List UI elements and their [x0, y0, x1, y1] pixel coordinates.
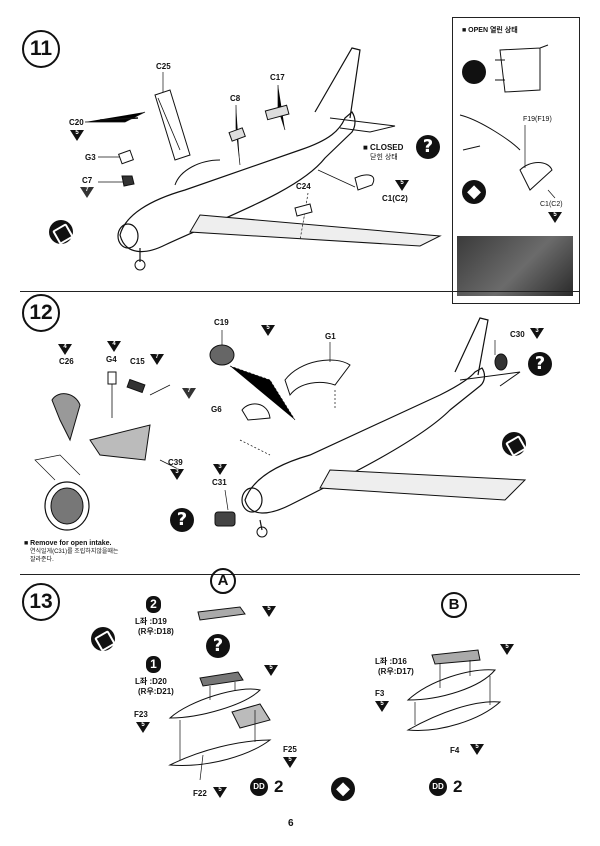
remove-intake-note-kr-2: 잘라준다. — [30, 557, 54, 563]
part-label-c19: C19 — [214, 318, 229, 327]
paint-code-f22: 5 — [213, 787, 227, 798]
step-12-aircraft-drawing — [34, 317, 527, 538]
part-label-c39: C39 — [168, 458, 183, 467]
part-label-g6: G6 — [211, 405, 222, 414]
part-label-d19: L좌 :D19 — [135, 617, 167, 626]
paint-code-f3: 5 — [375, 701, 389, 712]
part-label-c26: C26 — [59, 357, 74, 366]
section-divider-1 — [20, 291, 580, 292]
direction-icon-13: ◆ — [331, 777, 355, 801]
part-label-g4: G4 — [106, 355, 117, 364]
step-13-number: 13 — [22, 583, 60, 621]
paint-code-c7: 7 — [80, 187, 94, 198]
part-label-d21: (R우:D21) — [138, 687, 174, 696]
make-two-badge-left: DD 2 — [250, 777, 284, 798]
part-label-f4: F4 — [450, 746, 460, 755]
paint-code-d20: 5 — [264, 665, 278, 676]
part-label-d17: (R우:D17) — [378, 667, 414, 676]
paint-code-c39: 3 — [170, 469, 184, 480]
paint-code-f25: 5 — [283, 757, 297, 768]
part-label-c24: C24 — [296, 182, 311, 191]
open-intake-photo — [457, 236, 573, 296]
make-two-badge-right: DD 2 — [429, 777, 463, 798]
part-label-c30: C30 — [510, 330, 525, 339]
paint-code-c19-b: 7 — [182, 388, 196, 399]
step-11-aircraft-drawing — [85, 47, 442, 271]
remove-intake-note: ■ Remove for open intake. — [24, 540, 112, 547]
section-divider-2 — [20, 574, 580, 575]
multiplier-right: 2 — [453, 777, 463, 796]
question-icon: ? — [416, 135, 440, 159]
paint-code-g4: 4 — [107, 341, 121, 352]
closed-label: ■ CLOSED — [363, 143, 404, 152]
paint-code-c15: 7 — [150, 354, 164, 365]
closed-label-kr: 닫힌 상태 — [370, 154, 398, 161]
paint-code-c26: 4 — [58, 344, 72, 355]
sub-assembly-a: A — [210, 568, 236, 594]
question-icon-12a: ? — [528, 352, 552, 376]
part-label-f25: F25 — [283, 745, 297, 754]
part-label-f3: F3 — [375, 689, 385, 698]
sub-assembly-b: B — [441, 592, 467, 618]
paint-code-d19: 5 — [262, 606, 276, 617]
part-label-d18: (R우:D18) — [138, 627, 174, 636]
part-label-f23: F23 — [134, 710, 148, 719]
dd-icon-right: DD — [429, 778, 447, 796]
part-label-c8: C8 — [230, 94, 241, 103]
paint-code-f23: 5 — [136, 722, 150, 733]
part-label-c7: C7 — [82, 176, 93, 185]
paint-code-d16: 5 — [500, 644, 514, 655]
page-number: 6 — [288, 818, 294, 829]
part-label-g3: G3 — [85, 153, 96, 162]
part-label-c31: C31 — [212, 478, 227, 487]
cement-icon — [462, 60, 486, 84]
part-label-open-c1c2: C1(C2) — [540, 201, 563, 208]
question-icon-12b: ? — [170, 508, 194, 532]
sequence-badge-1: 1 — [146, 656, 161, 673]
question-icon-13: ? — [206, 634, 230, 658]
paint-code-f4: 5 — [470, 744, 484, 755]
part-label-f19: F19(F19) — [523, 116, 552, 123]
open-state-drawing — [459, 44, 556, 199]
part-label-c15: C15 — [130, 357, 145, 366]
part-label-d16: L좌 :D16 — [375, 657, 407, 666]
part-label-c1c2: C1(C2) — [382, 194, 408, 203]
part-label-f22: F22 — [193, 789, 207, 798]
step-11-number: 11 — [22, 30, 60, 68]
paint-code-open-c1c2: 5 — [548, 212, 562, 223]
multiplier-left: 2 — [274, 777, 284, 796]
paint-code-c31: 3 — [213, 464, 227, 475]
paint-code-c30: 3 — [530, 328, 544, 339]
part-label-c20: C20 — [69, 118, 84, 127]
glue-icon — [49, 220, 73, 244]
part-label-c25: C25 — [156, 62, 171, 71]
glue-icon-12 — [502, 432, 526, 456]
dd-icon-left: DD — [250, 778, 268, 796]
paint-code-c20: 5 — [70, 130, 84, 141]
open-state-title: ■ OPEN 열린 상태 — [462, 27, 518, 34]
part-label-g1: G1 — [325, 332, 336, 341]
glue-icon-13 — [91, 627, 115, 651]
paint-code-c1c2: 5 — [395, 180, 409, 191]
part-label-c17: C17 — [270, 73, 285, 82]
part-label-d20: L좌 :D20 — [135, 677, 167, 686]
sequence-badge-2: 2 — [146, 596, 161, 613]
remove-intake-note-kr-1: 연식일게(C31)를 조립하지않을때는 — [30, 549, 119, 555]
paint-code-c19-a: 5 — [261, 325, 275, 336]
direction-icon: ◆ — [462, 180, 486, 204]
step-12-number: 12 — [22, 294, 60, 332]
